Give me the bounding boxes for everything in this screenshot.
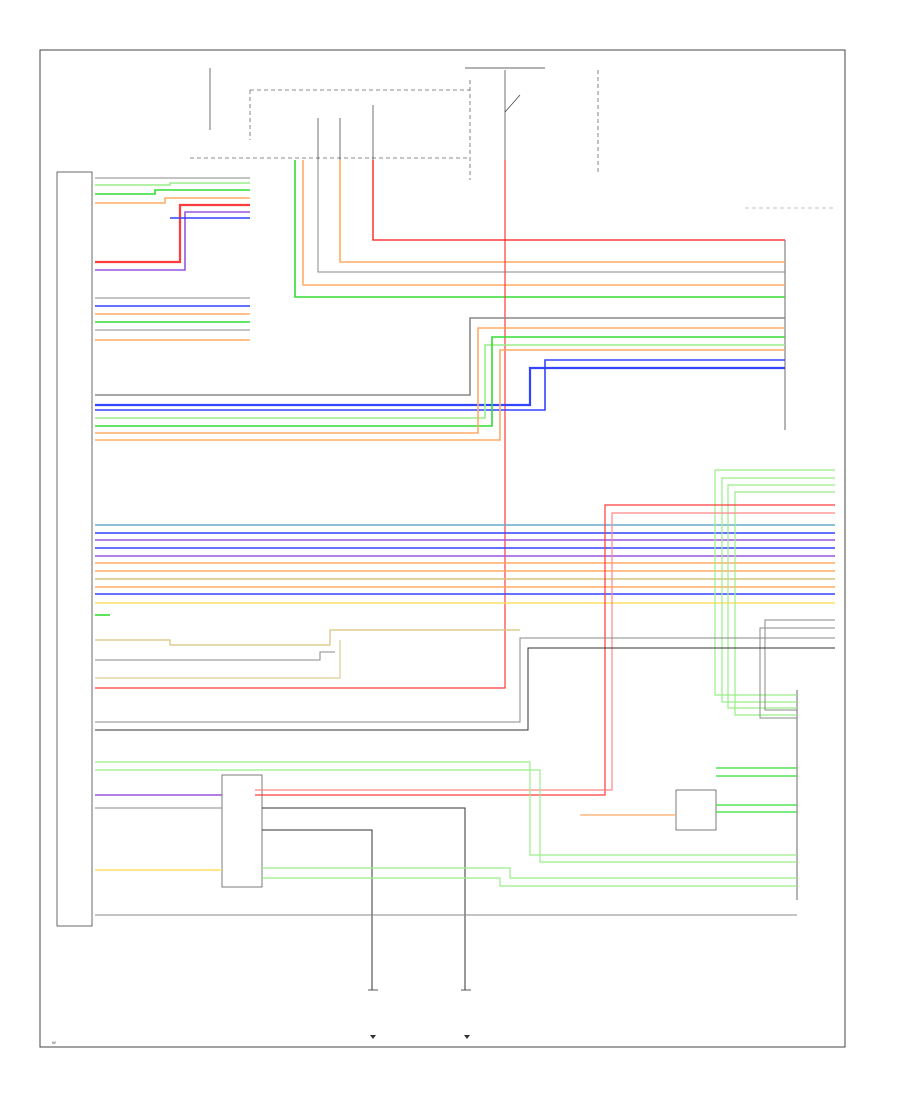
wire-26 bbox=[95, 349, 785, 441]
page-marker: W bbox=[52, 1040, 56, 1045]
wire-20 bbox=[95, 317, 785, 396]
wire-5 bbox=[95, 203, 250, 264]
wire-50 bbox=[95, 651, 335, 661]
wire-43 bbox=[255, 512, 835, 791]
wire-9 bbox=[339, 160, 785, 263]
wire-53 bbox=[95, 769, 797, 863]
wire-49 bbox=[95, 629, 520, 646]
wire-6 bbox=[95, 211, 250, 271]
wire-10 bbox=[317, 160, 785, 273]
wire-52 bbox=[95, 761, 797, 856]
wire-58 bbox=[262, 829, 373, 990]
wire-21 bbox=[95, 366, 785, 407]
wire-8 bbox=[372, 160, 785, 241]
wire-44 bbox=[764, 619, 835, 711]
wire-4 bbox=[95, 197, 250, 204]
relay-switch bbox=[504, 94, 521, 113]
wire-2 bbox=[95, 182, 250, 186]
wire-41 bbox=[734, 491, 835, 716]
wire-45 bbox=[759, 627, 835, 719]
wire-11 bbox=[302, 160, 785, 286]
wire-59 bbox=[262, 867, 797, 879]
wire-57 bbox=[262, 807, 466, 990]
wire-24 bbox=[95, 336, 785, 427]
ground-symbol-2 bbox=[461, 989, 471, 1039]
wire-60 bbox=[262, 877, 797, 887]
wire-25 bbox=[95, 327, 785, 434]
page-frame bbox=[39, 49, 846, 1048]
main-module-connector bbox=[56, 171, 93, 927]
wire-51 bbox=[95, 640, 341, 679]
wire-23 bbox=[95, 344, 785, 419]
wire-13 bbox=[95, 160, 506, 689]
wire-47 bbox=[95, 647, 835, 731]
wire-42 bbox=[255, 504, 835, 796]
module-box-right-lower bbox=[675, 789, 717, 831]
wire-12 bbox=[294, 160, 785, 298]
wire-3 bbox=[95, 189, 250, 195]
module-box-left-lower bbox=[221, 774, 263, 888]
wire-46 bbox=[95, 637, 835, 723]
wire-39 bbox=[721, 477, 835, 703]
wire-38 bbox=[714, 469, 835, 696]
wire-40 bbox=[727, 484, 835, 709]
ground-symbol-1 bbox=[368, 989, 378, 1039]
wire-group bbox=[95, 160, 835, 990]
wire-22 bbox=[95, 359, 785, 411]
